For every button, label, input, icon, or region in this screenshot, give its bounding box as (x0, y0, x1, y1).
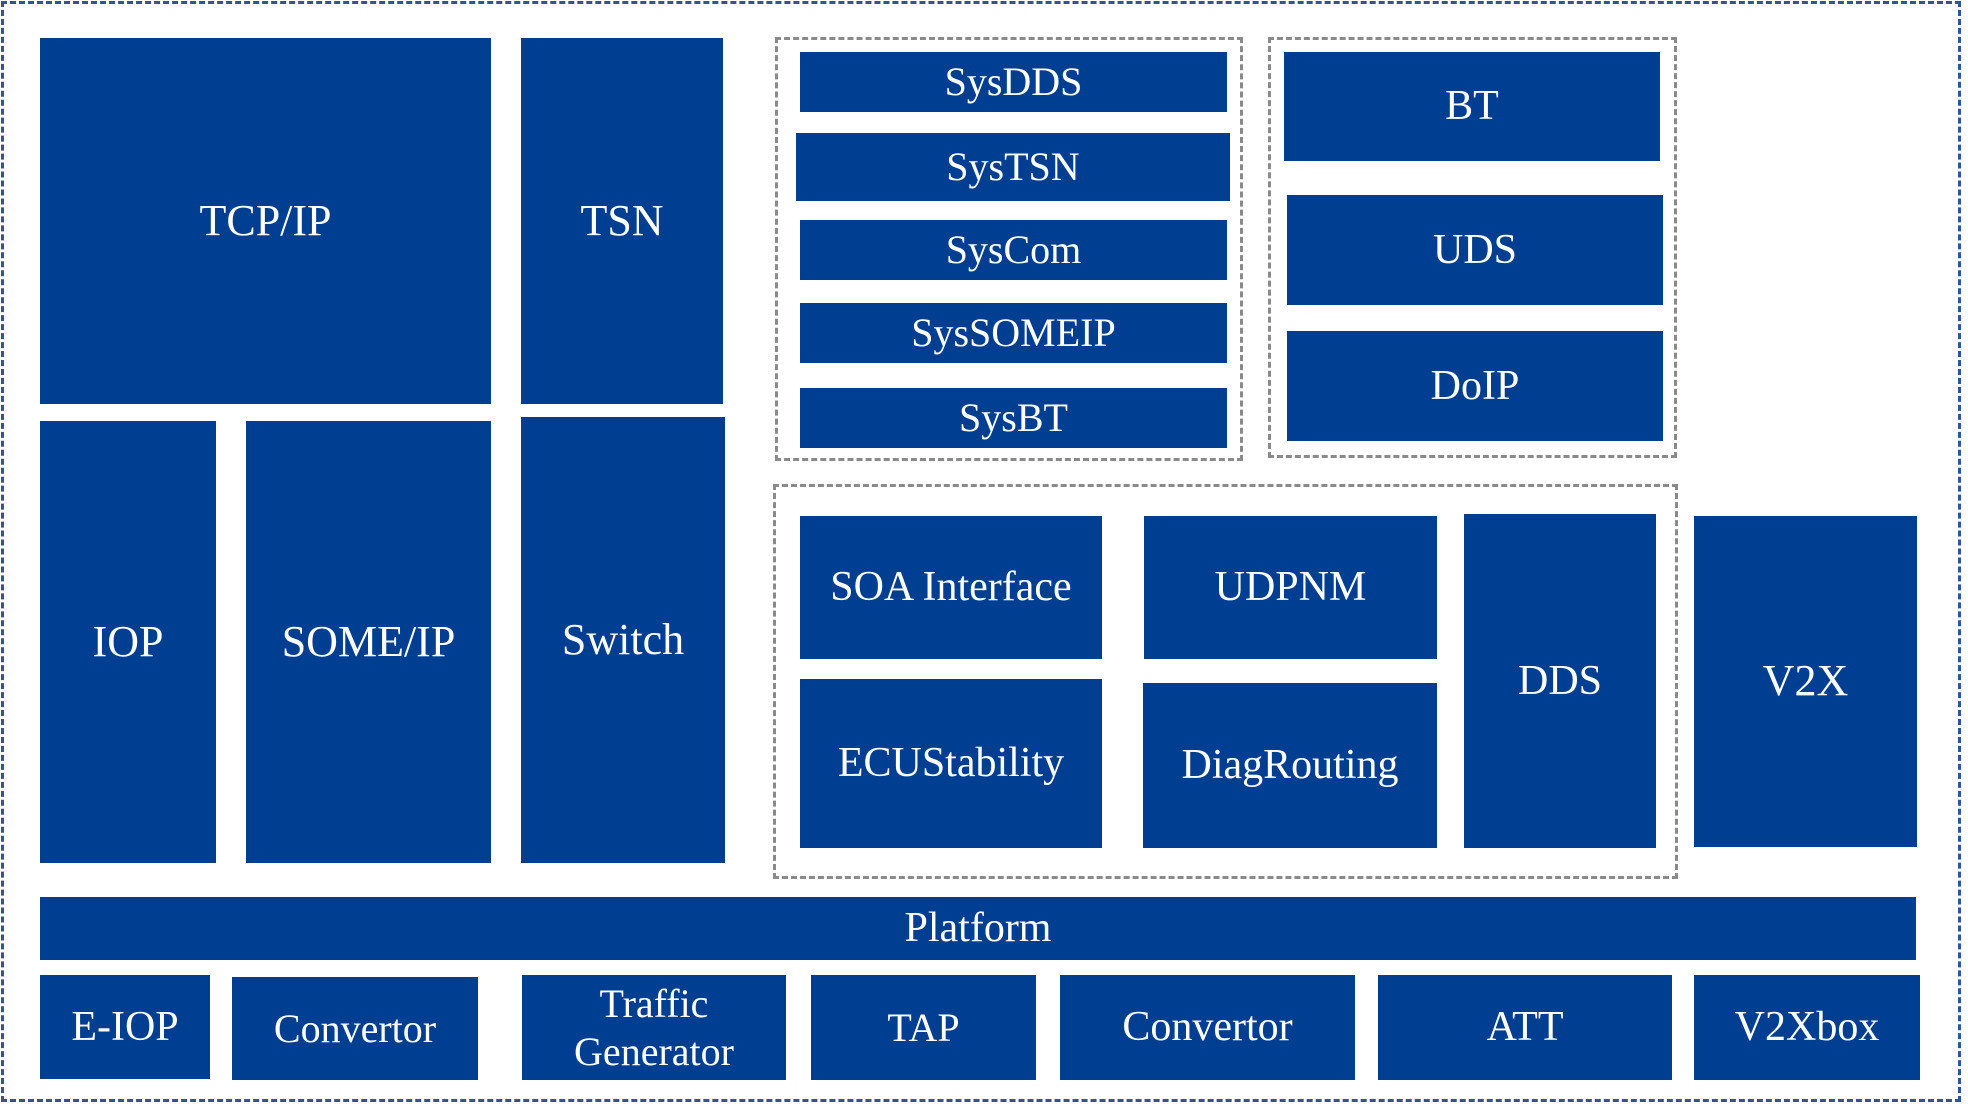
hw-att: ATT (1378, 975, 1672, 1080)
block-sys-com: SysCom (800, 220, 1227, 280)
diag-protocol-group (1268, 37, 1677, 458)
block-sys-dds: SysDDS (800, 52, 1227, 112)
block-v2x: V2X (1694, 516, 1917, 847)
block-switch: Switch (521, 417, 725, 863)
soa-service-group (773, 484, 1678, 879)
block-udpnm: UDPNM (1144, 516, 1437, 659)
hw-convertor-2: Convertor (1060, 975, 1355, 1080)
block-sys-tsn: SysTSN (796, 133, 1230, 201)
hw-traffic-generator: Traffic Generator (522, 975, 786, 1080)
block-bt: BT (1284, 52, 1660, 161)
block-soa-interface: SOA Interface (800, 516, 1102, 659)
sys-module-group (775, 37, 1243, 461)
block-sys-bt: SysBT (800, 388, 1227, 448)
block-iop: IOP (40, 421, 216, 863)
hw-e-iop: E-IOP (40, 975, 210, 1079)
block-ecu-stability: ECUStability (800, 679, 1102, 848)
block-some-ip: SOME/IP (246, 421, 491, 863)
block-uds: UDS (1287, 195, 1663, 305)
block-tsn: TSN (521, 38, 723, 404)
hw-tap: TAP (811, 975, 1036, 1080)
hw-convertor-1: Convertor (232, 977, 478, 1080)
hw-v2xbox: V2Xbox (1694, 975, 1920, 1080)
block-doip: DoIP (1287, 331, 1663, 441)
block-sys-someip: SysSOMEIP (800, 303, 1227, 363)
block-platform: Platform (40, 897, 1916, 960)
block-tcp-ip: TCP/IP (40, 38, 491, 404)
block-diag-routing: DiagRouting (1143, 683, 1437, 848)
block-dds: DDS (1464, 514, 1656, 848)
